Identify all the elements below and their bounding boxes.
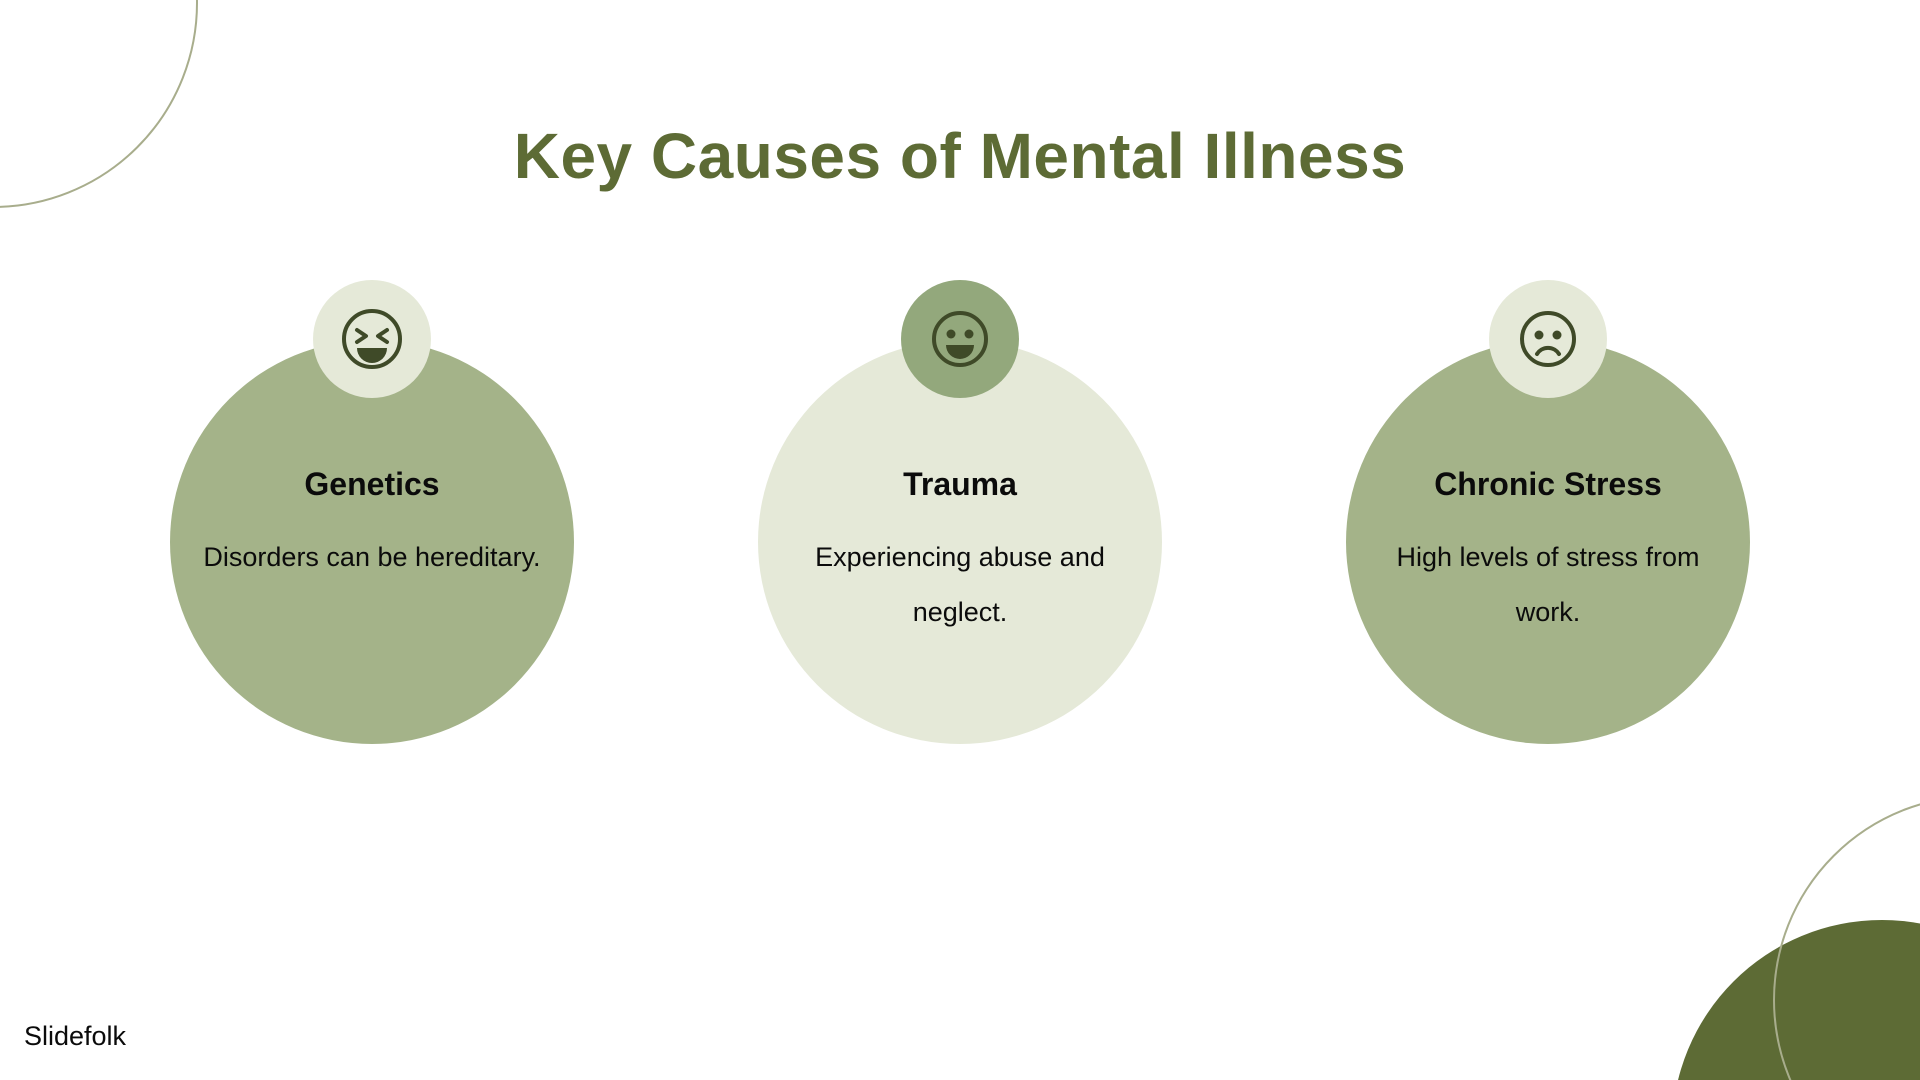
page-title: Key Causes of Mental Illness [513, 119, 1407, 192]
card-chronic-stress-circle: Chronic Stress High levels of stress fro… [1346, 340, 1750, 744]
card-genetics-description: Disorders can be hereditary. [203, 542, 541, 572]
laughing-face-icon [313, 280, 431, 398]
card-chronic-stress[interactable]: Chronic Stress High levels of stress fro… [1346, 280, 1750, 744]
card-trauma-description: Experiencing abuse and neglect. [815, 542, 1105, 628]
decorative-circle-bottom-right [1672, 920, 1920, 1080]
card-genetics-circle: Genetics Disorders can be hereditary. [170, 340, 574, 744]
card-chronic-stress-title: Chronic Stress [1434, 466, 1662, 502]
sad-face-icon [1489, 280, 1607, 398]
cards-row: Genetics Disorders can be hereditary. Tr… [0, 280, 1920, 744]
decorative-ring-bottom-right [1773, 795, 1920, 1080]
card-genetics-title: Genetics [304, 466, 440, 502]
card-trauma[interactable]: Trauma Experiencing abuse and neglect. [758, 280, 1162, 744]
smiling-face-icon [901, 280, 1019, 398]
card-genetics[interactable]: Genetics Disorders can be hereditary. [170, 280, 574, 744]
footer-brand: Slidefolk [24, 1021, 127, 1051]
card-chronic-stress-description: High levels of stress from work. [1396, 542, 1700, 628]
card-trauma-title: Trauma [903, 466, 1017, 502]
card-trauma-circle: Trauma Experiencing abuse and neglect. [758, 340, 1162, 744]
